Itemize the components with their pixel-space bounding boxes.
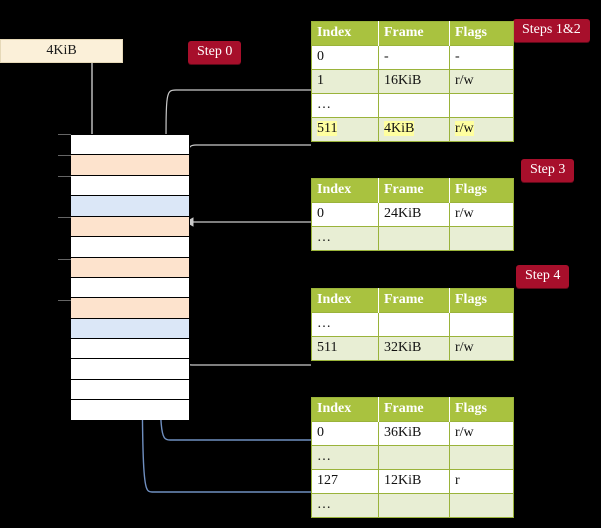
memory-row: [71, 196, 189, 217]
physical-memory-column: [70, 134, 190, 420]
memory-row: [71, 400, 189, 420]
cell-index: 0: [311, 45, 379, 70]
cell-flags: [449, 312, 514, 337]
cell-flags: r/w: [449, 69, 514, 94]
column-header-index: Index: [311, 397, 379, 422]
memory-tick: [58, 259, 71, 260]
cell-flags-text: r/w: [455, 121, 474, 136]
badge-steps-1-and-2: Steps 1&2: [513, 19, 590, 42]
cell-index: 0: [311, 421, 379, 446]
cell-flags: r/w: [449, 336, 514, 361]
table-row: 1 16KiB r/w: [311, 69, 514, 94]
column-header-index: Index: [311, 288, 379, 313]
memory-row: [71, 217, 189, 237]
cell-frame: 32KiB: [378, 336, 450, 361]
table-row: …: [311, 312, 514, 337]
cell-flags: r/w: [449, 117, 514, 142]
cell-index: 511: [311, 117, 379, 142]
cell-frame: [378, 312, 450, 337]
column-header-frame: Frame: [378, 397, 450, 422]
memory-row: [71, 176, 189, 196]
cell-frame: [378, 93, 450, 118]
cell-frame: 4KiB: [378, 117, 450, 142]
table-row: …: [311, 226, 514, 251]
cell-index: …: [311, 312, 379, 337]
cell-index: …: [311, 445, 379, 470]
badge-step-4: Step 4: [516, 265, 570, 288]
memory-row: [71, 258, 189, 278]
table-header-row: Index Frame Flags: [311, 178, 514, 203]
memory-row: [71, 339, 189, 359]
cell-frame: [378, 493, 450, 518]
table-header-row: Index Frame Flags: [311, 21, 514, 46]
cell-frame: 16KiB: [378, 69, 450, 94]
table-row: …: [311, 493, 514, 518]
cell-flags: r: [449, 469, 514, 494]
cell-frame: 24KiB: [378, 202, 450, 227]
table-row: 127 12KiB r: [311, 469, 514, 494]
source-box-4kib: 4KiB: [0, 39, 123, 63]
memory-tick: [58, 176, 71, 177]
cell-flags: [449, 493, 514, 518]
page-table-level1: Index Frame Flags 0 36KiB r/w … 127 12Ki…: [311, 397, 514, 518]
table-row-highlighted: 511 4KiB r/w: [311, 117, 514, 142]
table-header-row: Index Frame Flags: [311, 397, 514, 422]
memory-row: [71, 278, 189, 298]
memory-row: [71, 237, 189, 258]
memory-row: [71, 319, 189, 339]
cell-frame: [378, 226, 450, 251]
table-row: 0 - -: [311, 45, 514, 70]
cell-flags: [449, 226, 514, 251]
memory-tick: [58, 155, 71, 156]
wire-step3: [181, 221, 311, 267]
badge-step-0: Step 0: [188, 41, 242, 64]
cell-frame: 12KiB: [378, 469, 450, 494]
badge-step-3: Step 3: [521, 159, 575, 182]
page-table-level2: Index Frame Flags … 511 32KiB r/w: [311, 288, 514, 361]
column-header-frame: Frame: [378, 178, 450, 203]
column-header-flags: Flags: [449, 288, 514, 313]
memory-row: [71, 155, 189, 176]
cell-frame: [378, 445, 450, 470]
table-row: 511 32KiB r/w: [311, 336, 514, 361]
cell-index-text: 511: [317, 121, 338, 136]
cell-flags: -: [449, 45, 514, 70]
memory-tick: [58, 300, 71, 301]
table-row: 0 24KiB r/w: [311, 202, 514, 227]
cell-index: …: [311, 493, 379, 518]
cell-flags: [449, 93, 514, 118]
table-row: …: [311, 93, 514, 118]
cell-frame-text: 4KiB: [384, 121, 415, 136]
memory-row: [71, 298, 189, 319]
column-header-flags: Flags: [449, 397, 514, 422]
memory-row: [71, 380, 189, 400]
table-row: …: [311, 445, 514, 470]
cell-frame: -: [378, 45, 450, 70]
cell-index: 0: [311, 202, 379, 227]
page-table-level4: Index Frame Flags 0 - - 1 16KiB r/w …: [311, 21, 514, 142]
cell-index: 127: [311, 469, 379, 494]
column-header-index: Index: [311, 21, 379, 46]
column-header-index: Index: [311, 178, 379, 203]
column-header-frame: Frame: [378, 21, 450, 46]
column-header-frame: Frame: [378, 288, 450, 313]
page-table-level3: Index Frame Flags 0 24KiB r/w …: [311, 178, 514, 251]
cell-index: …: [311, 226, 379, 251]
cell-index: …: [311, 93, 379, 118]
memory-tick: [58, 217, 71, 218]
table-row: 0 36KiB r/w: [311, 421, 514, 446]
column-header-flags: Flags: [449, 21, 514, 46]
cell-flags: r/w: [449, 202, 514, 227]
memory-row: [71, 135, 189, 155]
cell-frame: 36KiB: [378, 421, 450, 446]
table-header-row: Index Frame Flags: [311, 288, 514, 313]
wire-step4: [174, 317, 311, 366]
cell-flags: [449, 445, 514, 470]
memory-row: [71, 359, 189, 380]
cell-flags: r/w: [449, 421, 514, 446]
column-header-flags: Flags: [449, 178, 514, 203]
cell-index: 511: [311, 336, 379, 361]
memory-tick: [58, 134, 71, 135]
cell-index: 1: [311, 69, 379, 94]
